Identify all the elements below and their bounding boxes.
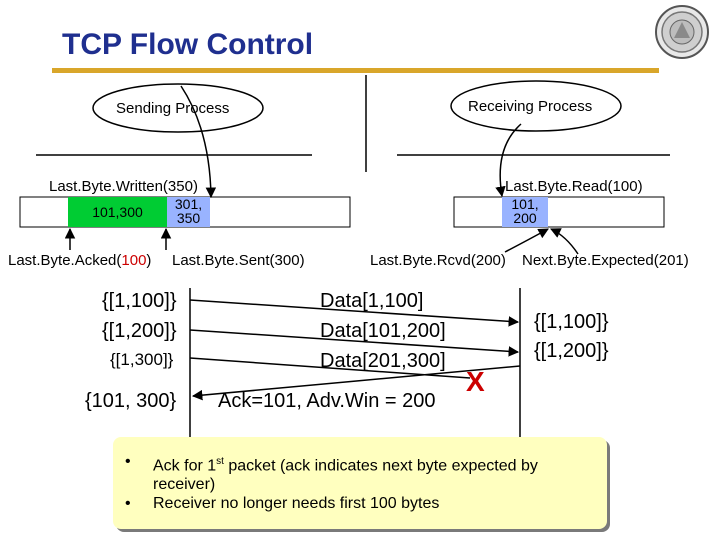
receiver-blue-segment bbox=[502, 197, 548, 227]
bullet-1: Ack for 1st packet (ack indicates next b… bbox=[153, 456, 538, 494]
last-byte-sent-label: Last.Byte.Sent(300) bbox=[172, 252, 305, 269]
ack-arrow bbox=[191, 365, 521, 401]
sender-green-segment bbox=[68, 197, 167, 227]
bullet-dot: • bbox=[125, 453, 131, 470]
last-byte-written-label: Last.Byte.Written(350) bbox=[49, 178, 198, 195]
bullet-2: Receiver no longer needs first 100 bytes bbox=[153, 495, 440, 512]
sender-blue-segment-label: 301, 350 bbox=[174, 196, 203, 226]
last-byte-acked-label: Last.Byte.Acked(100) bbox=[8, 252, 152, 269]
next-byte-expected-label: Next.Byte.Expected(201) bbox=[522, 252, 689, 269]
receiving-process-ellipse bbox=[450, 80, 622, 132]
data-message-2: Data[101,200] bbox=[320, 320, 446, 342]
title-rule bbox=[52, 68, 659, 73]
data-arrow-1 bbox=[189, 299, 520, 327]
data-arrow-2 bbox=[189, 329, 520, 357]
receiver-state-2: {[1,200]} bbox=[534, 340, 609, 362]
sender-state-4: {101, 300} bbox=[85, 390, 177, 412]
university-seal-icon bbox=[655, 5, 709, 59]
sending-process-ellipse bbox=[92, 83, 264, 133]
page-title: TCP Flow Control bbox=[62, 28, 314, 61]
data-message-1: Data[1,100] bbox=[320, 290, 424, 312]
receiver-state-1: {[1,100]} bbox=[534, 311, 609, 333]
ack-message: Ack=101, Adv.Win = 200 bbox=[218, 390, 436, 412]
sending-process-label: Sending Process bbox=[116, 100, 230, 117]
lost-packet-mark: X bbox=[466, 366, 485, 397]
receiving-process-label: Receiving Process bbox=[468, 98, 593, 115]
sender-state-2: {[1,200]} bbox=[102, 320, 177, 342]
receiver-buffer bbox=[453, 196, 665, 228]
receiver-blue-segment-label: 101, 200 bbox=[511, 196, 539, 226]
notes-box: • Ack for 1st packet (ack indicates next… bbox=[113, 437, 607, 529]
sender-green-segment-label: 101,300 bbox=[92, 204, 143, 220]
sender-state-1: {[1,100]} bbox=[102, 290, 177, 312]
last-byte-read-label: Last.Byte.Read(100) bbox=[505, 178, 643, 195]
bullet-dot: • bbox=[125, 495, 131, 512]
sender-state-3: {[1,300]} bbox=[110, 350, 174, 369]
sender-blue-segment bbox=[167, 197, 210, 227]
last-byte-rcvd-label: Last.Byte.Rcvd(200) bbox=[370, 252, 506, 269]
data-message-3: Data[201,300] bbox=[320, 350, 446, 372]
